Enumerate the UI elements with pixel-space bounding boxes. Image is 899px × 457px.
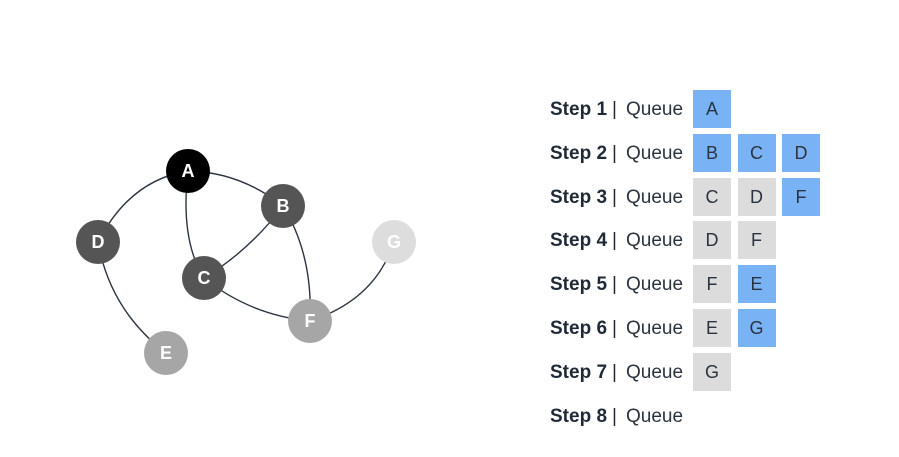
step-separator: | (612, 230, 617, 252)
queue-cell-gray: F (737, 221, 776, 260)
queue-cell-blue: G (737, 309, 776, 347)
node-c-label: C (198, 268, 211, 288)
step-row-8: Step 8| Queue (550, 397, 890, 437)
node-a: A (166, 149, 210, 193)
step-label: Step 4 (550, 230, 608, 252)
queue-cell-gray: D (693, 221, 731, 260)
queue-label: Queue (626, 361, 684, 383)
step-separator: | (612, 99, 617, 120)
node-g-label: G (387, 232, 401, 252)
node-a-label: A (182, 161, 195, 181)
queue-label: Queue (626, 230, 684, 252)
queue-cell-gray: E (693, 309, 731, 347)
node-f: F (288, 299, 332, 343)
step-separator: | (612, 361, 617, 383)
queue-label: Queue (626, 142, 684, 164)
step-label: Step 2 (550, 142, 608, 164)
queue-label: Queue (626, 318, 684, 339)
step-row-7: Step 7| Queue G (550, 352, 890, 393)
queue-cell-gray: C (693, 177, 731, 216)
graph-nodes: A B C D E F G (76, 149, 416, 375)
queue-label: Queue (626, 405, 684, 427)
step-separator: | (612, 142, 617, 164)
step-label: Step 1 (550, 99, 608, 120)
step-label: Step 8 (550, 405, 608, 427)
step-label: Step 6 (550, 318, 608, 339)
node-c: C (182, 256, 226, 300)
queue-cell-gray: F (693, 265, 731, 304)
node-e-circle (144, 331, 188, 375)
step-separator: | (612, 274, 617, 296)
node-c-circle (182, 256, 226, 300)
queue-cell-gray: G (693, 352, 731, 391)
queue-label: Queue (626, 274, 684, 296)
graph-edges (97, 170, 395, 354)
node-d-label: D (92, 232, 105, 252)
queue-cell-gray: D (737, 177, 776, 216)
step-label: Step 3 (550, 186, 608, 208)
step-separator: | (612, 318, 617, 339)
queue-cell-blue: C (737, 133, 776, 172)
node-g-circle (372, 220, 416, 264)
queue-cell-blue: B (693, 133, 731, 172)
node-d-circle (76, 220, 120, 264)
node-e-label: E (160, 343, 172, 363)
node-b: B (261, 184, 305, 228)
node-b-circle (261, 184, 305, 228)
queue-cell-blue: F (782, 177, 820, 216)
queue-cell-blue: A (693, 90, 731, 128)
node-e: E (144, 331, 188, 375)
step-label: Step 5 (550, 274, 608, 296)
step-separator: | (612, 405, 617, 427)
queue-label: Queue (626, 186, 684, 208)
node-f-circle (288, 299, 332, 343)
queue-cell-blue: D (782, 133, 820, 172)
queue-cell-blue: E (737, 265, 776, 304)
step-separator: | (612, 186, 617, 208)
queue-label: Queue (626, 99, 684, 120)
node-f-label: F (305, 311, 316, 331)
node-b-label: B (277, 196, 290, 216)
node-a-circle (166, 149, 210, 193)
step-label: Step 7 (550, 361, 608, 383)
step-row-1: Step 1| Queue A (550, 90, 890, 130)
node-g: G (372, 220, 416, 264)
node-d: D (76, 220, 120, 264)
